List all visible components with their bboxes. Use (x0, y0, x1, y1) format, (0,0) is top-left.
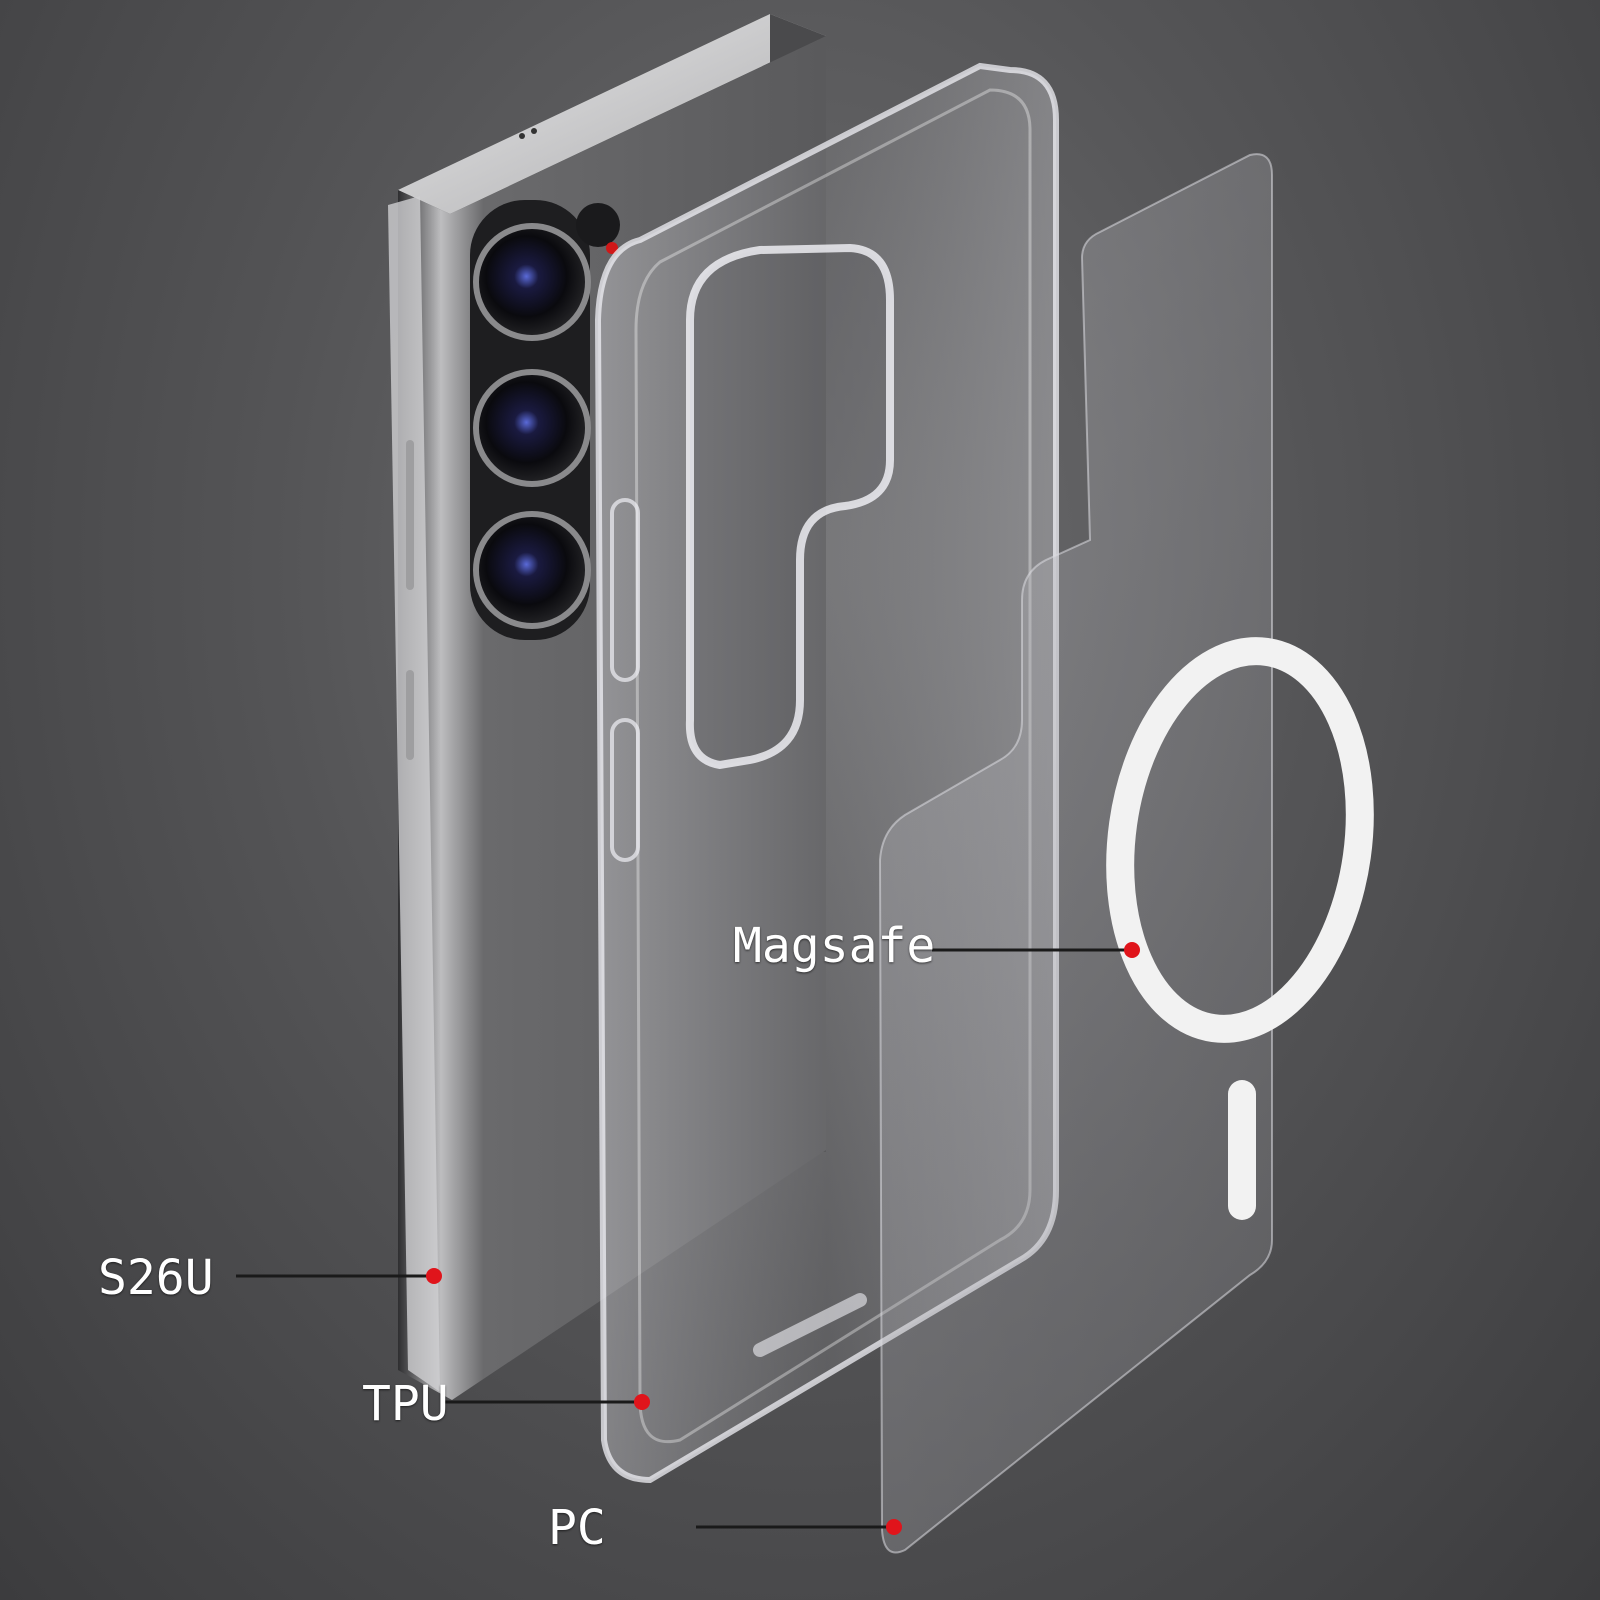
tpu-label: TPU (362, 1376, 449, 1432)
pc-back-plate (878, 153, 1374, 1554)
callout-magsafe (932, 942, 1140, 958)
magsafe-alignment-bar (1228, 1080, 1256, 1220)
magsafe-label: Magsafe (733, 918, 936, 974)
callout-tpu (444, 1394, 650, 1410)
callout-pc (696, 1519, 902, 1535)
callout-s26u (236, 1268, 442, 1284)
s26u-label: S26U (98, 1250, 214, 1306)
pc-label: PC (548, 1500, 606, 1556)
magsafe-ring (1106, 637, 1374, 1043)
